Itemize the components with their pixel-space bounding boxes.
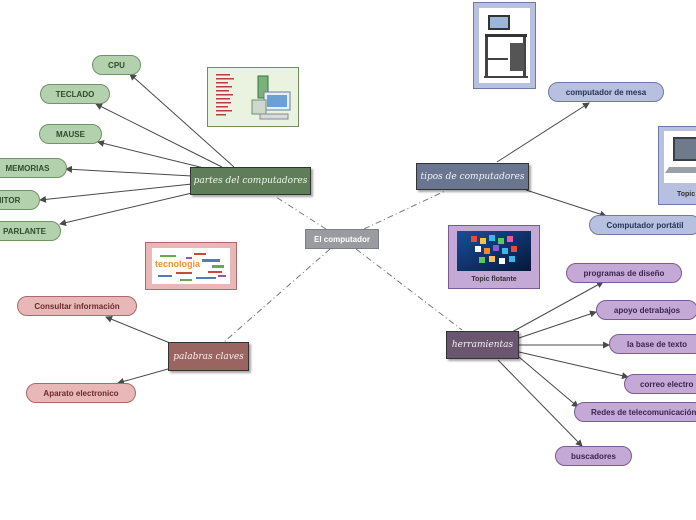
subtopic-mause[interactable]: MAUSE (39, 124, 102, 144)
topic-tipos[interactable]: tipos de computadores (416, 163, 529, 190)
subtopic-redes[interactable]: Redes de telecomunicación (574, 402, 696, 422)
subtopic-buscadores[interactable]: buscadores (555, 446, 632, 466)
subtopic-label: apoyo detrabajos (613, 305, 681, 315)
edge-partes-nitor (39, 183, 193, 203)
subtopic-label: programas de diseño (583, 268, 665, 278)
topic-partes-label: partes del computadores (193, 176, 308, 186)
subtopic-computador-portatil[interactable]: Computador portátil (589, 215, 696, 235)
desk-computer-illustration (479, 8, 530, 83)
edge-partes-cpu (129, 73, 235, 168)
subtopic-label: Consultar información (34, 301, 120, 311)
edge-herr-correo (518, 351, 629, 380)
subtopic-memorias[interactable]: MEMORIAS (0, 158, 67, 178)
subtopic-teclado[interactable]: TECLADO (40, 84, 110, 104)
subtopic-nitor[interactable]: NITOR (0, 190, 40, 210)
floating-topic-card[interactable]: Topic flotante (448, 225, 540, 289)
edge-partes-memorias (65, 165, 193, 177)
edge-pal-consultar (105, 316, 171, 344)
word-cloud-image: tecnologia (145, 242, 237, 290)
edge-herr-diseno (511, 281, 604, 333)
subtopic-computador-mesa[interactable]: computador de mesa (548, 82, 664, 102)
laptop-image: Topic (658, 126, 696, 205)
topic-partes[interactable]: partes del computadores (190, 167, 311, 195)
topic-herramientas-label: herramientas (451, 340, 514, 350)
subtopic-label: PARLANTE (3, 226, 46, 236)
subtopic-consultar[interactable]: Consultar información (17, 296, 137, 316)
subtopic-base-texto[interactable]: la base de texto (609, 334, 696, 354)
edge-center-herramientas (355, 248, 463, 331)
subtopic-label: NITOR (0, 195, 21, 205)
word-cloud-illustration: tecnologia (152, 248, 230, 284)
subtopic-apoyo-trabajos[interactable]: apoyo detrabajos (596, 300, 696, 320)
edge-center-partes (275, 196, 327, 230)
topic-palabras[interactable]: palabras claves (168, 342, 249, 371)
central-topic-label: El computador (313, 234, 370, 244)
subtopic-label: la base de texto (626, 339, 688, 349)
subtopic-label: MEMORIAS (5, 163, 50, 173)
subtopic-label: CPU (108, 60, 125, 70)
edge-herr-buscadores (497, 359, 583, 447)
subtopic-aparato[interactable]: Aparato electronico (26, 383, 136, 403)
edge-pal-aparato (117, 368, 169, 385)
subtopic-label: computador de mesa (565, 87, 647, 97)
edge-partes-parlante (59, 192, 193, 227)
subtopic-label: Redes de telecomunicación (591, 407, 696, 417)
edge-herr-redes (518, 356, 579, 408)
edge-partes-teclado (95, 103, 223, 168)
topic-herramientas[interactable]: herramientas (446, 331, 519, 359)
edge-center-palabras (223, 248, 331, 343)
edge-herr-apoyo (518, 310, 597, 339)
edge-partes-mause (97, 140, 205, 169)
computer-parts-image (207, 67, 299, 127)
laptop-illustration (664, 131, 696, 183)
subtopic-label: buscadores (571, 451, 616, 461)
central-topic[interactable]: El computador (305, 229, 379, 249)
topic-palabras-label: palabras claves (173, 351, 244, 362)
subtopic-cpu[interactable]: CPU (92, 55, 141, 75)
subtopic-correo[interactable]: correo electro (624, 374, 696, 394)
edge-tipos-portatil (525, 189, 607, 218)
subtopic-programas-diseno[interactable]: programas de diseño (566, 263, 682, 283)
laptop-topic-label: Topic (677, 191, 696, 198)
app-icons-illustration (457, 231, 531, 271)
computer-parts-illustration (216, 74, 291, 120)
subtopic-label: TECLADO (55, 89, 95, 99)
subtopic-parlante[interactable]: PARLANTE (0, 221, 61, 241)
floating-topic-label: Topic flotante (471, 276, 517, 283)
topic-tipos-label: tipos de computadores (420, 171, 525, 182)
subtopic-label: Computador portátil (606, 220, 684, 230)
edge-tipos-mesa (496, 102, 590, 163)
subtopic-label: MAUSE (56, 129, 85, 139)
edge-center-tipos (363, 190, 446, 230)
word-cloud-word: tecnologia (155, 259, 201, 269)
desk-computer-image (473, 2, 536, 89)
subtopic-label: Aparato electronico (43, 388, 119, 398)
subtopic-label: correo electro (640, 379, 694, 389)
